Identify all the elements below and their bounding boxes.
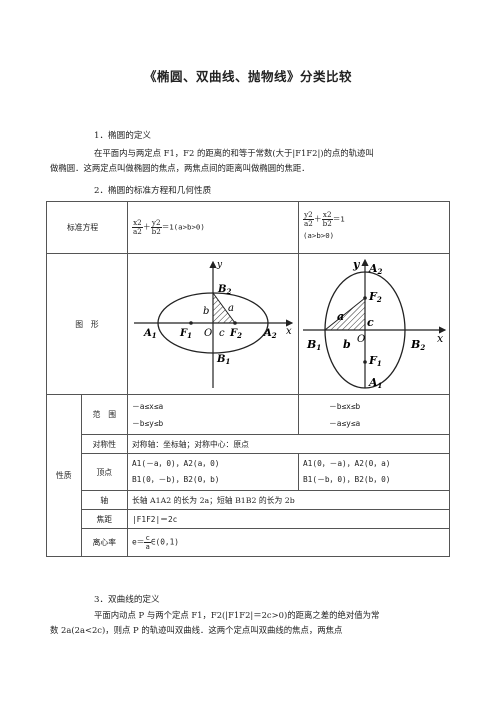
focal-distance-value: |F1F2|＝2c — [126, 509, 451, 529]
fig2-b-label: b — [343, 338, 351, 351]
horizontal-ellipse-diagram: y x B2 b a A1 F1 O c F2 A2 B1 — [133, 260, 294, 388]
fig2-b1-label: B1 — [306, 338, 321, 352]
section-1-line-1: 在平面内与两定点 F1，F2 的距离的和等于常数(大于|F1F2|)的点的轨迹叫 — [94, 148, 374, 158]
fig2-x-label: x — [437, 332, 444, 345]
focus-f2-point — [233, 321, 237, 325]
fig1-f1-label: F1 — [179, 328, 192, 340]
symmetry-value: 对称轴：坐标轴；对称中心：原点 — [126, 434, 451, 454]
row-focal-distance: 焦距 |F1F2|＝2c — [47, 509, 451, 529]
fig2-a-label: a — [337, 310, 344, 323]
page-title: 《椭圆、双曲线、抛物线》分类比较 — [143, 69, 352, 84]
fig1-b1-label: B1 — [216, 354, 230, 366]
section-1-text: 在平面内与两定点 F1，F2 的距离的和等于常数(大于|F1F2|)的点的轨迹叫… — [50, 146, 444, 176]
label-symmetry: 对称性 — [80, 434, 128, 454]
fig1-x-label: x — [286, 326, 292, 337]
fig1-y-label: y — [216, 260, 223, 270]
fig2-b2-label: B2 — [410, 338, 425, 352]
figure-horizontal-ellipse: y x B2 b a A1 F1 O c F2 A2 B1 — [126, 253, 299, 395]
label-figure: 图 形 — [46, 253, 128, 395]
fig1-b2-label: B2 — [217, 284, 231, 296]
row-vertex: 顶点 A1(－a，0)，A2(a，0)B1(0，－b)，B2(0，b) A1(0… — [47, 453, 451, 491]
section-3-text: 平面内动点 P 与两个定点 F1，F2(|F1F2|＝2c>0)的距离之差的绝对… — [50, 608, 444, 638]
section-3-heading: 3．双曲线的定义 — [94, 595, 160, 605]
row-range: 性质 范 围 －a≤x≤a－b≤y≤b －b≤x≤b－a≤y≤a — [46, 394, 451, 557]
row-figure: 图 形 y x B2 b a A1 — [46, 253, 451, 395]
focal-triangle — [212, 291, 236, 324]
section-3-line-1: 平面内动点 P 与两个定点 F1，F2(|F1F2|＝2c>0)的距离之差的绝对… — [94, 610, 380, 620]
fig2-c-label: c — [367, 316, 374, 329]
fig2-a1-label: A1 — [368, 376, 382, 390]
fig2-o-label: O — [357, 334, 365, 345]
label-standard-equation: 标准方程 — [46, 201, 128, 254]
section-1-line-2: 做椭圆．这两定点叫做椭圆的焦点，两焦点间的距离叫做椭圆的焦距． — [50, 163, 310, 173]
vertex-horizontal: A1(－a，0)，A2(a，0)B1(0，－b)，B2(0，b) — [126, 453, 299, 491]
fig1-b-label: b — [203, 306, 209, 317]
vertex-vertical: A1(0，－a)，A2(0，a)B1(－b，0)，B2(b，0) — [297, 453, 451, 491]
fig1-o-label: O — [204, 328, 212, 339]
row-symmetry: 对称性 对称轴：坐标轴；对称中心：原点 — [47, 434, 451, 454]
row-axis: 轴 长轴 A1A2 的长为 2a；短轴 B1B2 的长为 2b — [47, 490, 451, 510]
figure-vertical-ellipse: y x A2 F2 a c B1 b O B2 F1 A1 — [297, 253, 451, 395]
label-axis: 轴 — [80, 490, 128, 510]
fig1-a1-label: A1 — [143, 328, 157, 340]
fig2-f2-label: F2 — [368, 290, 382, 304]
label-properties: 性质 — [46, 394, 82, 557]
focal-triangle — [323, 296, 366, 331]
label-focal-distance: 焦距 — [80, 509, 128, 529]
section-2-heading: 2．椭圆的标准方程和几何性质 — [94, 186, 212, 196]
axis-value: 长轴 A1A2 的长为 2a；短轴 B1B2 的长为 2b — [126, 490, 451, 510]
range-vertical: －b≤x≤b－a≤y≤a — [297, 394, 451, 435]
fig1-a-label: a — [228, 303, 234, 314]
focus-f1-point — [363, 360, 367, 364]
section-1-heading: 1．椭圆的定义 — [94, 131, 152, 141]
focus-f2-point — [363, 296, 367, 300]
fig2-a2-label: A2 — [368, 262, 383, 276]
label-range: 范 围 — [80, 394, 128, 435]
label-vertex: 顶点 — [80, 453, 128, 491]
fig2-f1-label: F1 — [368, 354, 382, 368]
label-eccentricity: 离心率 — [80, 528, 128, 557]
fig1-c-label: c — [219, 328, 225, 339]
fig2-y-label: y — [352, 258, 361, 271]
section-3-line-2: 数 2a(2a<2c)，则点 P 的轨迹叫双曲线．这两个定点叫双曲线的焦点，两焦… — [50, 625, 343, 635]
range-horizontal: －a≤x≤a－b≤y≤b — [126, 394, 299, 435]
fig1-a2-label: A2 — [263, 328, 277, 340]
focus-f1-point — [189, 321, 193, 325]
vertical-ellipse-diagram: y x A2 F2 a c B1 b O B2 F1 A1 — [302, 258, 447, 390]
fig1-f2-label: F2 — [229, 328, 242, 340]
